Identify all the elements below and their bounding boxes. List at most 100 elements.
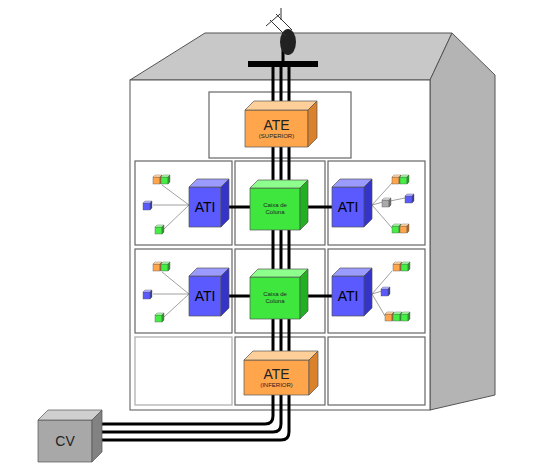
cable-line — [102, 395, 289, 440]
text-block: ATI — [338, 288, 359, 304]
cube-face — [308, 101, 317, 147]
apartment-cell — [135, 161, 232, 245]
apartment-cell — [328, 161, 425, 245]
cable-line — [229, 295, 250, 298]
cable-connector — [308, 207, 332, 208]
text-face: CV — [38, 420, 92, 462]
side-wall — [430, 33, 495, 410]
text-block: Caixa de Coluna — [263, 202, 287, 216]
node-label: Caixa de Coluna — [263, 202, 287, 216]
cable-line — [272, 230, 275, 269]
text-block: ATI — [338, 199, 359, 215]
cube-face — [38, 410, 102, 420]
cable-line — [280, 230, 283, 269]
antenna-element — [270, 20, 286, 36]
cable-line — [272, 319, 275, 351]
cube-face — [250, 180, 308, 188]
text-face: ATI — [332, 187, 364, 227]
cube-face — [364, 268, 372, 316]
cable-connector — [273, 147, 289, 180]
antenna-cable — [272, 67, 275, 102]
cable-connector — [229, 296, 250, 297]
cube-face — [92, 410, 102, 462]
node-label: ATI — [338, 288, 359, 304]
text-face: Caixa de Coluna — [250, 277, 300, 319]
node-sublabel: (INFERIOR) — [260, 382, 293, 389]
text-block: ATI — [195, 288, 216, 304]
text-block: ATI — [195, 199, 216, 215]
cable-line — [280, 319, 283, 351]
cable-connector — [102, 395, 289, 440]
cable-line — [308, 295, 332, 298]
cable-line — [288, 319, 291, 351]
cable-line — [102, 395, 273, 424]
cable-line — [308, 206, 332, 209]
ati-box: ATI — [332, 268, 372, 316]
text-block: CV — [55, 433, 74, 449]
node-label: ATI — [338, 199, 359, 215]
antenna-cable — [280, 67, 283, 102]
column-box: Caixa de Coluna — [250, 180, 308, 230]
node-label: ATE — [259, 117, 294, 133]
cube-face — [38, 420, 92, 462]
apartment-cell — [328, 249, 425, 333]
antenna-element — [266, 14, 280, 26]
cable-connector — [229, 207, 250, 208]
text-face: ATI — [332, 276, 364, 316]
facade — [130, 80, 430, 410]
text-block: ATE(SUPERIOR) — [259, 117, 294, 140]
cube-face — [250, 277, 300, 319]
outlet-cubes — [143, 175, 414, 322]
cube-face — [250, 269, 308, 277]
text-face: ATE(INFERIOR) — [244, 360, 309, 395]
node-sublabel: (SUPERIOR) — [259, 133, 294, 140]
cube-face — [189, 276, 221, 316]
antenna-bar — [248, 61, 318, 67]
node-label: ATE — [260, 366, 293, 382]
cube-face — [250, 188, 300, 230]
text-block: Caixa de Coluna — [263, 291, 287, 305]
cube-face — [245, 110, 308, 147]
node-label: Caixa de Coluna — [263, 291, 287, 305]
cube-face — [300, 180, 308, 230]
cube-face — [364, 179, 372, 227]
cable-line — [229, 206, 250, 209]
text-block: ATE(INFERIOR) — [260, 366, 293, 389]
antenna-element — [276, 14, 292, 30]
cube-face — [221, 268, 229, 316]
text-face: ATE(SUPERIOR) — [245, 110, 308, 147]
text-face: ATI — [189, 276, 221, 316]
cable-line — [102, 395, 281, 432]
cable-line — [288, 147, 291, 180]
antenna-element — [281, 8, 282, 20]
cable-connector — [308, 296, 332, 297]
ate-box: ATE(SUPERIOR) — [245, 101, 317, 147]
cube-face — [332, 276, 364, 316]
ati-box: ATI — [189, 179, 229, 227]
cube-face — [189, 187, 221, 227]
text-face: ATI — [189, 187, 221, 227]
cube-face — [244, 351, 318, 360]
cube-face — [245, 101, 317, 110]
node-label: ATI — [195, 288, 216, 304]
cable-connector — [273, 230, 289, 269]
ground-cell — [328, 337, 425, 405]
cv-box: CV — [38, 410, 102, 462]
node-label: ATI — [195, 199, 216, 215]
ati-box: ATI — [332, 179, 372, 227]
node-label: CV — [55, 433, 74, 449]
ate-box: ATE(INFERIOR) — [244, 351, 318, 395]
cube-face — [221, 179, 229, 227]
cube-face — [332, 187, 364, 227]
ati-box: ATI — [189, 268, 229, 316]
column-box: Caixa de Coluna — [250, 269, 308, 319]
cube-face — [244, 360, 309, 395]
cable-line — [272, 147, 275, 180]
text-face: Caixa de Coluna — [250, 188, 300, 230]
cable-line — [288, 230, 291, 269]
cable-line — [280, 147, 283, 180]
apartment-cell — [135, 249, 232, 333]
